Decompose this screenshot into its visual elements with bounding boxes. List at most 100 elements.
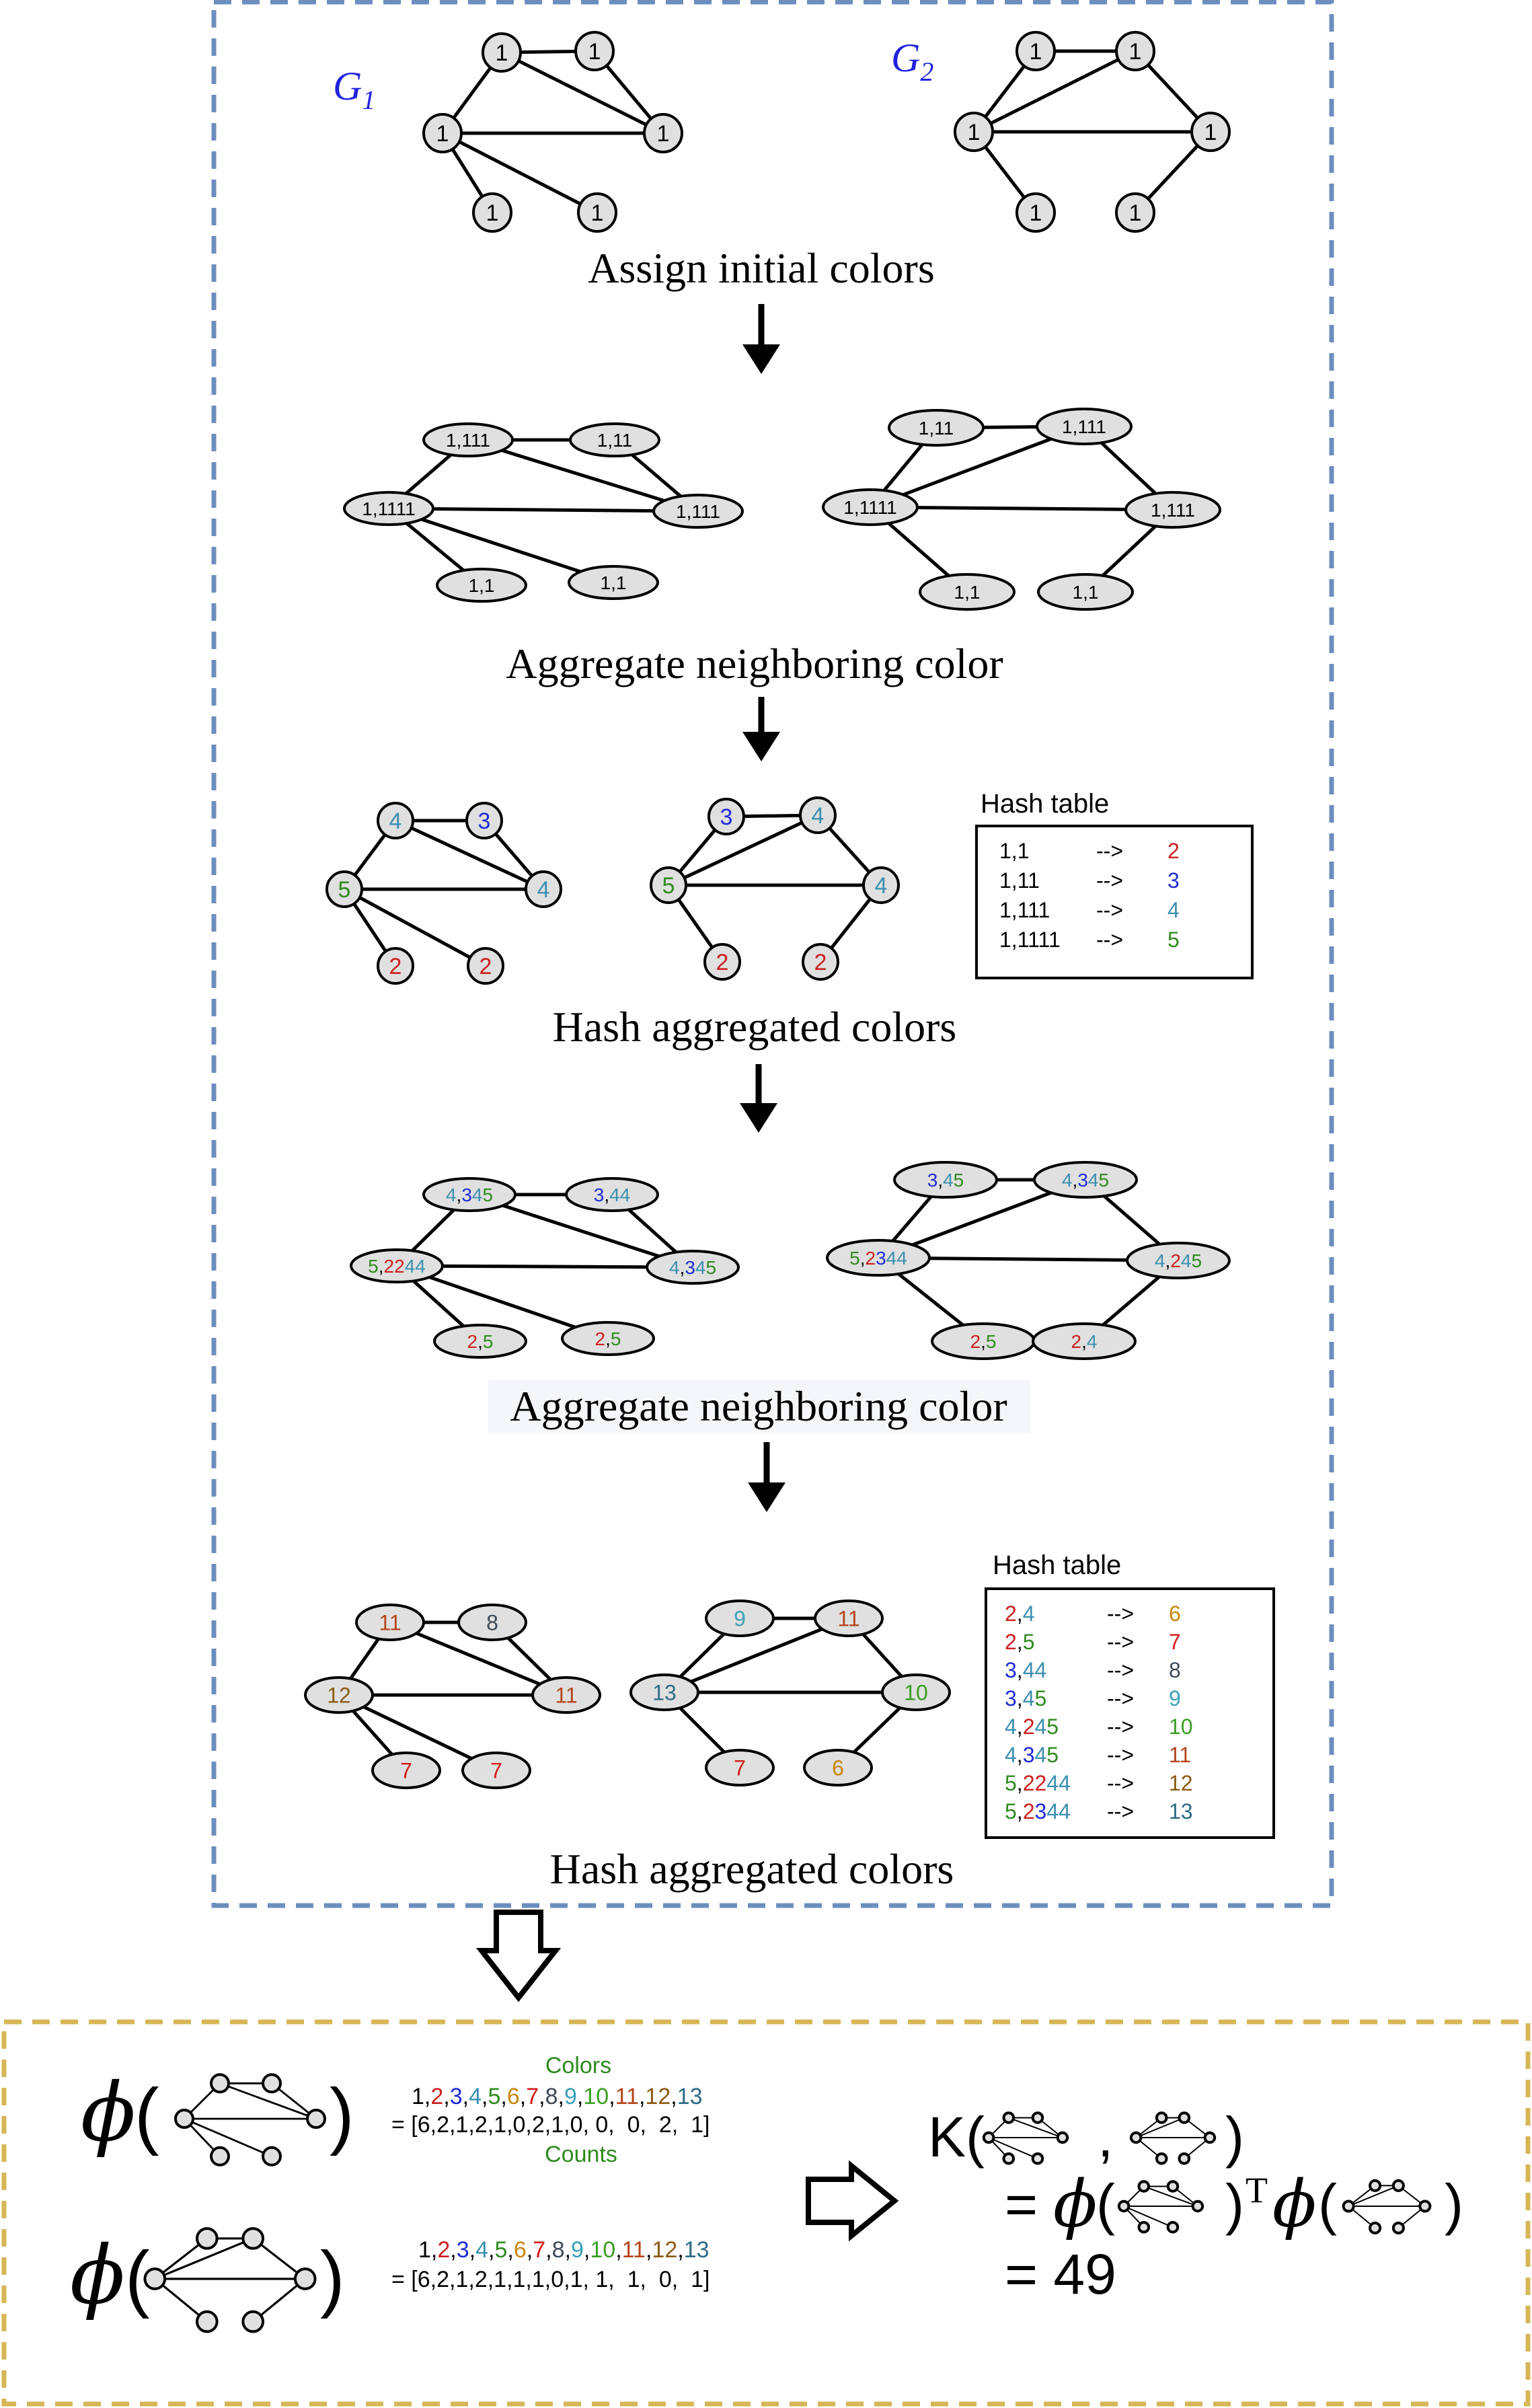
g2-hash2-node-label: 13	[652, 1681, 677, 1705]
g2-hash1-node-shape	[799, 796, 837, 834]
kernel-g1-mini-node-shape	[982, 2131, 995, 2144]
kernel-close: )	[1225, 2105, 1244, 2169]
hash2-row-arrow: -->	[1107, 1715, 1134, 1739]
g1-hash2-node-label: 8	[486, 1611, 498, 1635]
g1-agg1-node: 1,111	[652, 494, 744, 529]
phi-g1-mini-edge	[184, 2117, 272, 2158]
hash2-row-value: 8	[1169, 1658, 1181, 1682]
hash2-row-key: 2,4	[1005, 1602, 1034, 1626]
hash1-row-value: 2	[1167, 839, 1180, 863]
g1-hash2-node: 7	[461, 1752, 531, 1789]
counts-label: Counts	[545, 2142, 617, 2167]
kernel-g1-mini-edge	[988, 2137, 1038, 2160]
g2-initial-node-shape	[1115, 192, 1155, 233]
phi-g1-mini-node-shape	[210, 2073, 230, 2094]
g2-hash1-node: 4	[799, 796, 837, 834]
g1-hash2-node-shape	[457, 1604, 527, 1641]
kernel-g2-mini-node-shape	[1178, 2152, 1191, 2165]
g1-initial-node-label: 1	[588, 39, 601, 65]
g1-hash1-node: 2	[377, 947, 414, 985]
g1-agg1-node-label: 1,1	[469, 575, 495, 596]
kernel-g2-mini-node-shape	[1129, 2131, 1143, 2144]
hash1-row-value: 4	[1167, 898, 1180, 922]
phi-g2-mini-node-shape	[293, 2267, 317, 2290]
g2-label: G2	[891, 36, 933, 87]
hash2-row-arrow: -->	[1107, 1771, 1134, 1795]
g1-initial-node-shape	[577, 192, 617, 233]
g1-hash1-node: 2	[467, 947, 504, 985]
g2-agg1-node-label: 1,1	[954, 582, 981, 603]
g2-hash1-node-label: 4	[812, 803, 825, 829]
phi-g1-mini-node-shape	[174, 2109, 194, 2129]
phi-g1-mini-node-shape	[262, 2073, 282, 2094]
count-vector-g1: = [6,2,1,2,1,0,2,1,0, 0, 0, 2, 1]	[391, 2112, 710, 2138]
g2-initial-edge	[972, 49, 1137, 134]
phi-g2-mini-node	[195, 2227, 219, 2250]
g1-hash1-edge	[394, 819, 545, 891]
hash2-row-key: 5,2244	[1005, 1771, 1071, 1795]
g1-initial-node-label: 1	[486, 200, 499, 226]
hash2-row-key: 4,245	[1005, 1715, 1059, 1739]
g2-agg2-node-label: 4,245	[1155, 1250, 1202, 1271]
g2-hash2-node: 11	[814, 1600, 884, 1637]
g2-hash1-node-label: 4	[875, 873, 888, 899]
phi-g2-mini-node	[195, 2310, 219, 2333]
g1-agg2-node-shape	[565, 1177, 659, 1212]
g1-agg1-node: 1,1	[436, 568, 527, 603]
hash2-row-key: 3,44	[1005, 1658, 1046, 1682]
hash1-row-arrow: -->	[1096, 928, 1123, 952]
kernel-g1-mini-node-shape	[1031, 2111, 1044, 2124]
kernel-g2-mini-node	[1155, 2111, 1168, 2124]
g1-agg2-node: 2,5	[561, 1321, 655, 1356]
kernel-phi-g2-mini-node	[1391, 2221, 1405, 2234]
g2-hash1-node: 3	[707, 798, 745, 835]
kernel-phi-g1-mini-node-shape	[1166, 2220, 1180, 2234]
g2-initial-node-label: 1	[968, 120, 981, 145]
phi-g1-mini-node-shape	[210, 2146, 230, 2167]
phi-g1-mini-edge	[219, 2082, 317, 2120]
g2-agg1-node: 1,11	[888, 409, 985, 447]
hash2-row-arrow: -->	[1107, 1630, 1134, 1654]
kernel-g2-mini-node	[1203, 2131, 1217, 2144]
phi-g2-mini-node-shape	[195, 2310, 219, 2333]
g2-hash1-node-label: 2	[814, 950, 827, 975]
g1-agg1-edge	[467, 438, 699, 513]
g1-hash2-node: 12	[304, 1676, 374, 1714]
kernel-phi-g2-mini-node-shape	[1342, 2199, 1355, 2213]
g2-hash2-node-shape	[705, 1600, 775, 1637]
kernel-equals: =	[1005, 2173, 1038, 2236]
g2-agg1-node-shape	[919, 573, 1016, 611]
g2-agg2-node-shape	[893, 1161, 998, 1199]
phi-g2-mini-node	[241, 2227, 265, 2250]
g1-initial-node-shape	[643, 113, 683, 153]
g2-initial-node-label: 1	[1030, 39, 1042, 65]
phi-g2-mini-node	[293, 2267, 317, 2290]
kernel-phi-2: ϕ	[1272, 2167, 1316, 2242]
g2-hash1-node-shape	[703, 943, 741, 981]
kernel-phi-g2-mini-node	[1369, 2179, 1382, 2192]
hash1-row-key: 1,1111	[999, 928, 1061, 952]
g2-agg1-node: 1,111	[1124, 491, 1221, 529]
g2-hash2-edge	[664, 1616, 849, 1694]
g1-agg2-node-label: 2,5	[595, 1328, 621, 1349]
g1-agg2-node: 2,5	[433, 1324, 527, 1359]
g1-agg1-edge	[388, 506, 699, 513]
kernel-phi-g2-mini-node-shape	[1369, 2179, 1382, 2192]
hash1-row-key: 1,11	[999, 868, 1040, 893]
g1-agg1-node-shape	[652, 494, 744, 529]
g1-hash2-node: 11	[531, 1676, 601, 1714]
g1-agg2-node: 4,345	[646, 1250, 740, 1285]
g2-agg1-node-shape	[888, 409, 985, 447]
g1-hash2-node-label: 7	[400, 1759, 412, 1783]
phi-g2-mini-edge	[154, 2237, 254, 2280]
kernel-paren-close-2: )	[1445, 2173, 1463, 2236]
g2-hash2-node: 6	[803, 1749, 873, 1786]
kernel-phi-1: ϕ	[1053, 2167, 1097, 2242]
g2-hash1-node-shape	[802, 943, 839, 981]
g2-agg1-edge	[870, 424, 1085, 509]
mini-graphs	[143, 2073, 1432, 2333]
g1-hash1-node-shape	[467, 947, 504, 985]
g2-agg2-node-shape	[826, 1239, 931, 1277]
